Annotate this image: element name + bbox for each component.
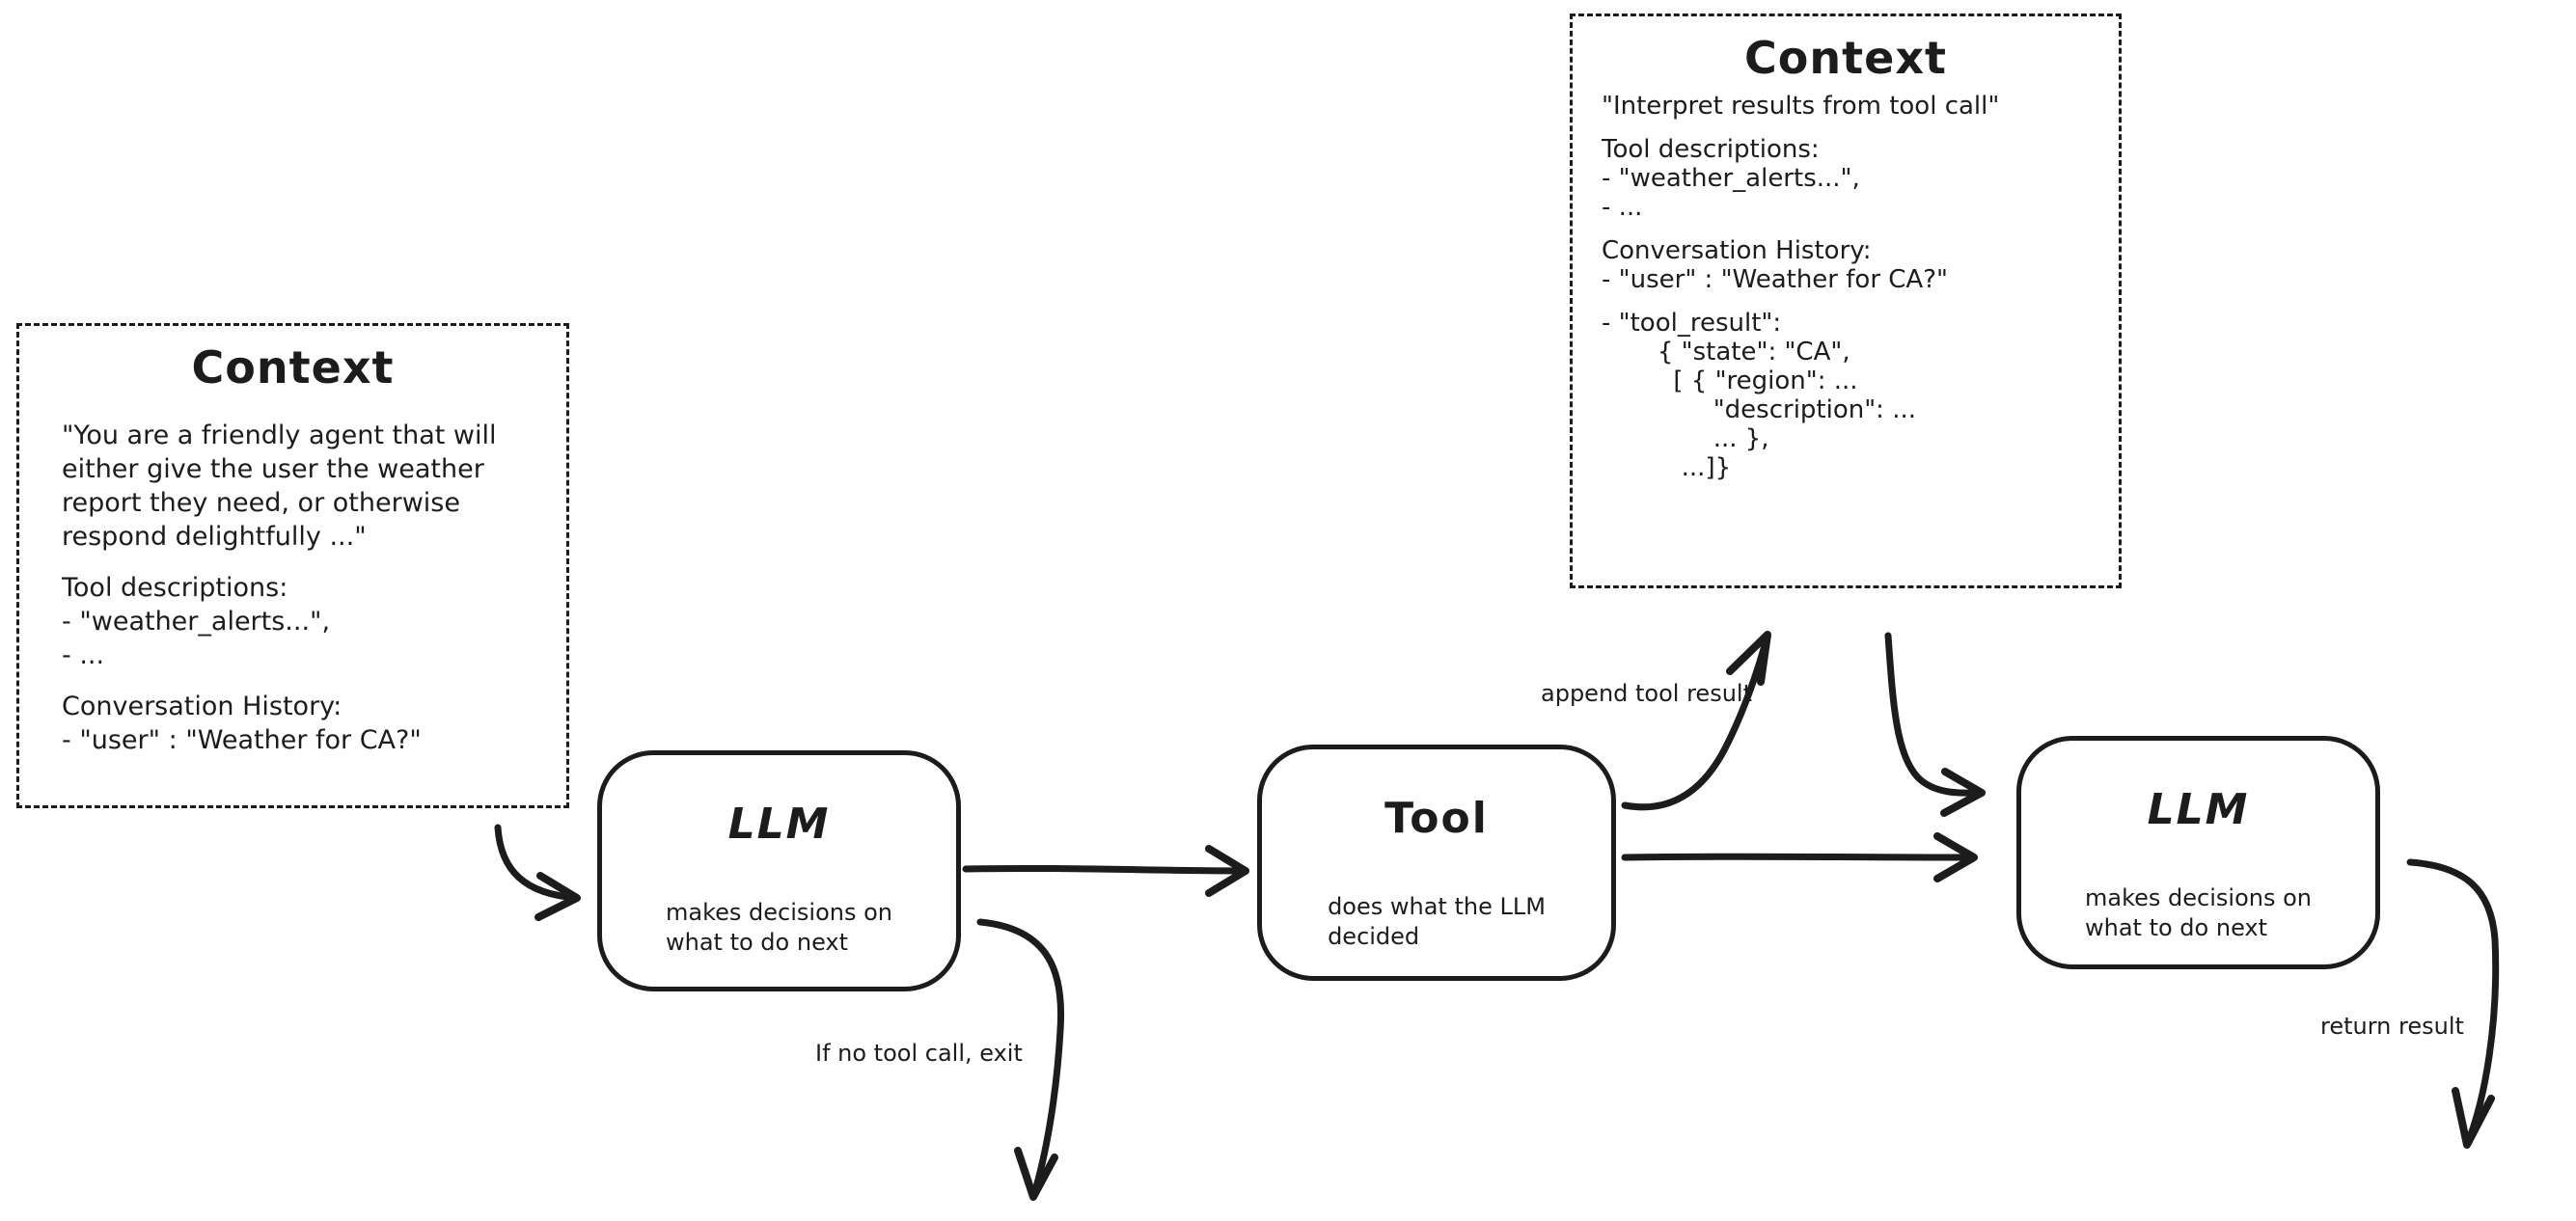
system-prompt-paragraph: "You are a friendly agent that will eith… <box>62 419 557 554</box>
edge-llm2-return-arrowhead <box>2452 1087 2495 1149</box>
node-llm-1-title: LLM <box>727 800 831 849</box>
tool-descriptions-paragraph: Tool descriptions: - "weather_alerts..."… <box>62 571 557 672</box>
context-line: Tool descriptions: <box>62 573 288 603</box>
context-line: - "weather_alerts...", <box>62 607 331 637</box>
context-line: [ { "region": ... <box>1602 366 1858 395</box>
context-line: - ... <box>1602 193 1643 222</box>
node-llm-2-subtitle: makes decisions on what to do next <box>2021 883 2375 943</box>
context-line: - "weather_alerts...", <box>1602 164 1860 193</box>
context-box-2-title: Context <box>1744 32 1947 84</box>
subtitle-line: does what the LLM <box>1328 893 1546 920</box>
edge-context2-to-llm2-double-stroke <box>1889 656 1976 796</box>
context-line: either give the user the weather <box>62 454 484 484</box>
edge-tool-to-llm2-arrowhead <box>1933 832 1978 882</box>
node-llm-2: LLM makes decisions on what to do next <box>2016 736 2380 969</box>
subtitle-line: decided <box>1328 923 1420 950</box>
edge-tool-to-context2 <box>1621 631 1771 811</box>
node-llm-1: LLM makes decisions on what to do next <box>597 750 961 991</box>
edge-context2-to-llm2-arrowhead <box>1940 768 1986 817</box>
edge-llm2-return <box>2406 858 2500 1149</box>
context-line: { "state": "CA", <box>1602 338 1850 366</box>
tool-result-paragraph: - "tool_result": { "state": "CA", [ { "r… <box>1602 309 2109 482</box>
context-line: Tool descriptions: <box>1602 135 1820 164</box>
context-line: respond delightfully ..." <box>62 522 367 552</box>
edge-llm1-to-tool-arrowhead <box>1205 845 1249 897</box>
context-line: - ... <box>62 640 105 670</box>
edge-tool-to-llm2 <box>1621 853 1978 861</box>
label-return-result: return result <box>2320 1013 2464 1040</box>
label-append-tool-result: append tool result <box>1541 680 1752 707</box>
subtitle-line: what to do next <box>2085 914 2268 941</box>
interpret-results-paragraph: "Interpret results from tool call" <box>1602 92 2109 121</box>
node-llm-2-title: LLM <box>2147 785 2250 834</box>
context-line: - "user" : "Weather for CA?" <box>62 725 422 755</box>
context-line: ... }, <box>1602 424 1769 453</box>
tool-descriptions-paragraph: Tool descriptions: - "weather_alerts..."… <box>1602 135 2109 222</box>
context-line: report they need, or otherwise <box>62 488 460 518</box>
node-tool-subtitle: does what the LLM decided <box>1262 892 1611 952</box>
subtitle-line: what to do next <box>666 929 849 956</box>
edge-llm1-exit-arrowhead <box>1014 1147 1058 1201</box>
context-line: "description": ... <box>1602 395 1917 424</box>
context-line: Conversation History: <box>62 692 343 721</box>
node-tool: Tool does what the LLM decided <box>1257 745 1616 981</box>
label-if-no-tool-call-exit: If no tool call, exit <box>815 1040 1023 1067</box>
edge-context1-to-llm1-arrowhead <box>534 872 581 921</box>
context-line: - "tool_result": <box>1602 309 1782 338</box>
context-box-1-title: Context <box>191 341 395 393</box>
context-box-1: Context "You are a friendly agent that w… <box>16 323 569 808</box>
edge-llm1-to-tool <box>962 864 1249 875</box>
context-box-2: Context "Interpret results from tool cal… <box>1570 14 2122 588</box>
context-line: - "user" : "Weather for CA?" <box>1602 265 1948 294</box>
conversation-history-paragraph: Conversation History: - "user" : "Weathe… <box>1602 236 2109 294</box>
node-tool-title: Tool <box>1384 794 1489 843</box>
context-line: "You are a friendly agent that will <box>62 421 497 450</box>
subtitle-line: makes decisions on <box>2085 884 2312 911</box>
context-box-1-body: "You are a friendly agent that will eith… <box>19 419 566 757</box>
conversation-history-paragraph: Conversation History: - "user" : "Weathe… <box>62 690 557 757</box>
context-line: ...]} <box>1602 453 1732 482</box>
edge-tool-to-context2-arrowhead <box>1726 631 1771 686</box>
edge-context2-to-llm2 <box>1884 632 1986 797</box>
context-line: Conversation History: <box>1602 236 1872 265</box>
context-line: "Interpret results from tool call" <box>1602 92 2000 121</box>
edge-context1-to-llm1 <box>494 824 581 902</box>
context-box-2-body: "Interpret results from tool call" Tool … <box>1573 92 2119 482</box>
subtitle-line: makes decisions on <box>666 899 892 926</box>
node-llm-1-subtitle: makes decisions on what to do next <box>602 898 956 958</box>
